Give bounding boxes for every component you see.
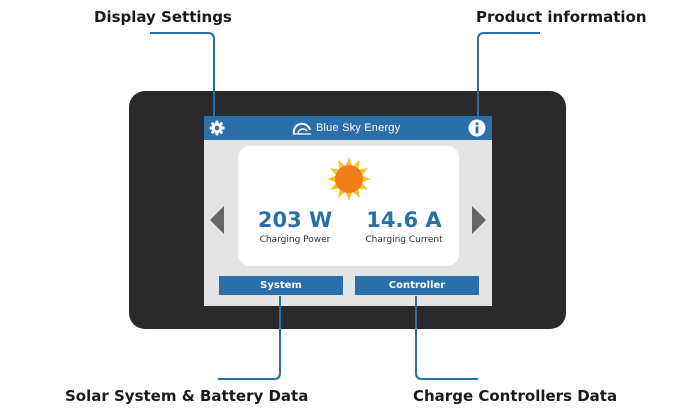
charging-current-value: 14.6 A: [366, 208, 442, 232]
brand-name: Blue Sky Energy: [316, 122, 401, 134]
brand-logo: Blue Sky Energy: [292, 120, 400, 136]
display-settings-callout: Display Settings: [94, 8, 232, 26]
connector-system-data: [218, 296, 281, 380]
device-screen: Blue Sky Energy 203 W Charging Power 14.…: [204, 116, 492, 306]
charging-power-value: 203 W: [257, 208, 333, 232]
system-button[interactable]: System: [219, 276, 343, 295]
logo-arc-icon: [292, 122, 311, 135]
screen-top-bar: Blue Sky Energy: [204, 116, 492, 140]
product-information-callout: Product information: [476, 8, 647, 26]
connector-controller-data: [415, 296, 478, 380]
charging-power-reading: 203 W Charging Power: [240, 208, 350, 245]
connector-display-settings: [150, 32, 215, 117]
arrow-right-icon[interactable]: [472, 206, 486, 234]
sun-icon: [327, 157, 371, 201]
system-data-callout: Solar System & Battery Data: [65, 387, 309, 405]
controller-data-callout: Charge Controllers Data: [413, 387, 618, 405]
charging-current-reading: 14.6 A Charging Current: [349, 208, 459, 245]
charging-current-label: Charging Current: [365, 235, 443, 245]
arrow-left-icon[interactable]: [210, 206, 224, 234]
controller-button[interactable]: Controller: [355, 276, 479, 295]
readings-card: 203 W Charging Power 14.6 A Charging Cur…: [238, 146, 459, 266]
charging-power-label: Charging Power: [259, 235, 331, 245]
connector-product-information: [477, 32, 540, 117]
gear-icon[interactable]: [209, 120, 225, 136]
info-icon[interactable]: [468, 119, 486, 137]
